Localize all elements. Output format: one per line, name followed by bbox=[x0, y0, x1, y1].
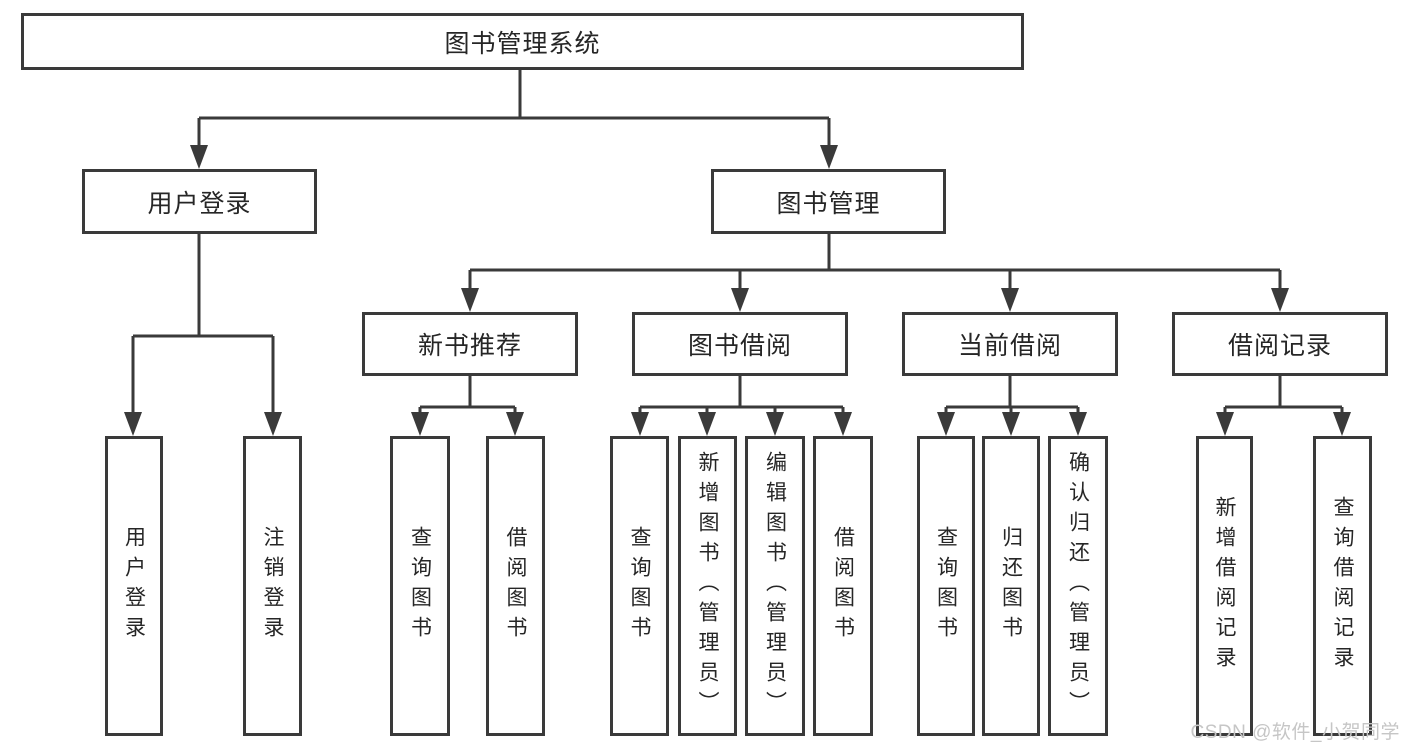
leaf-current-query-books: 查询图书 bbox=[917, 436, 975, 736]
node-new-book-recommendation: 新书推荐 bbox=[362, 312, 578, 376]
node-book-management: 图书管理 bbox=[711, 169, 946, 234]
leaf-recommend-borrow-books: 借阅图书 bbox=[486, 436, 545, 736]
node-current-borrowing-label: 当前借阅 bbox=[957, 332, 1062, 360]
node-current-borrowing: 当前借阅 bbox=[902, 312, 1118, 376]
leaf-current-confirm-return-admin: 确认归还（管理员） bbox=[1048, 436, 1108, 736]
node-borrowing-records: 借阅记录 bbox=[1172, 312, 1388, 376]
leaf-recommend-query-books-label: 查询图书 bbox=[408, 526, 432, 646]
node-borrowing-records-label: 借阅记录 bbox=[1227, 332, 1332, 360]
leaf-records-add-record: 新增借阅记录 bbox=[1196, 436, 1253, 736]
leaf-recommend-borrow-books-label: 借阅图书 bbox=[504, 526, 527, 646]
node-book-borrowing-label: 图书借阅 bbox=[687, 332, 792, 360]
leaf-current-confirm-return-admin-label: 确认归还（管理员） bbox=[1066, 451, 1090, 721]
leaf-records-add-record-label: 新增借阅记录 bbox=[1213, 496, 1236, 676]
leaf-current-return-books-label: 归还图书 bbox=[999, 526, 1023, 646]
leaf-logout-label: 注销登录 bbox=[261, 526, 284, 646]
leaf-borrow-edit-books-admin-label: 编辑图书（管理员） bbox=[763, 451, 787, 721]
leaf-user-login: 用户登录 bbox=[105, 436, 163, 736]
leaf-current-return-books: 归还图书 bbox=[982, 436, 1040, 736]
node-new-book-recommendation-label: 新书推荐 bbox=[417, 332, 522, 360]
node-user-login: 用户登录 bbox=[82, 169, 317, 234]
node-user-login-label: 用户登录 bbox=[147, 189, 252, 218]
leaf-records-query-record: 查询借阅记录 bbox=[1313, 436, 1372, 736]
leaf-user-login-label: 用户登录 bbox=[122, 526, 146, 646]
leaf-recommend-query-books: 查询图书 bbox=[390, 436, 450, 736]
leaf-borrow-query-books-label: 查询图书 bbox=[628, 526, 651, 646]
root-node-system: 图书管理系统 bbox=[21, 13, 1024, 70]
leaf-records-query-record-label: 查询借阅记录 bbox=[1331, 496, 1354, 676]
csdn-watermark: CSDN @软件_小贺同学 bbox=[1190, 722, 1400, 743]
leaf-borrow-add-books-admin: 新增图书（管理员） bbox=[678, 436, 737, 736]
leaf-current-query-books-label: 查询图书 bbox=[934, 526, 958, 646]
leaf-borrow-query-books: 查询图书 bbox=[610, 436, 669, 736]
root-node-label: 图书管理系统 bbox=[444, 29, 601, 58]
leaf-logout: 注销登录 bbox=[243, 436, 302, 736]
node-book-management-label: 图书管理 bbox=[776, 189, 881, 218]
leaf-borrow-edit-books-admin: 编辑图书（管理员） bbox=[745, 436, 805, 736]
leaf-borrow-borrow-books: 借阅图书 bbox=[813, 436, 873, 736]
node-book-borrowing: 图书借阅 bbox=[632, 312, 848, 376]
leaf-borrow-borrow-books-label: 借阅图书 bbox=[831, 526, 855, 646]
leaf-borrow-add-books-admin-label: 新增图书（管理员） bbox=[696, 451, 719, 721]
